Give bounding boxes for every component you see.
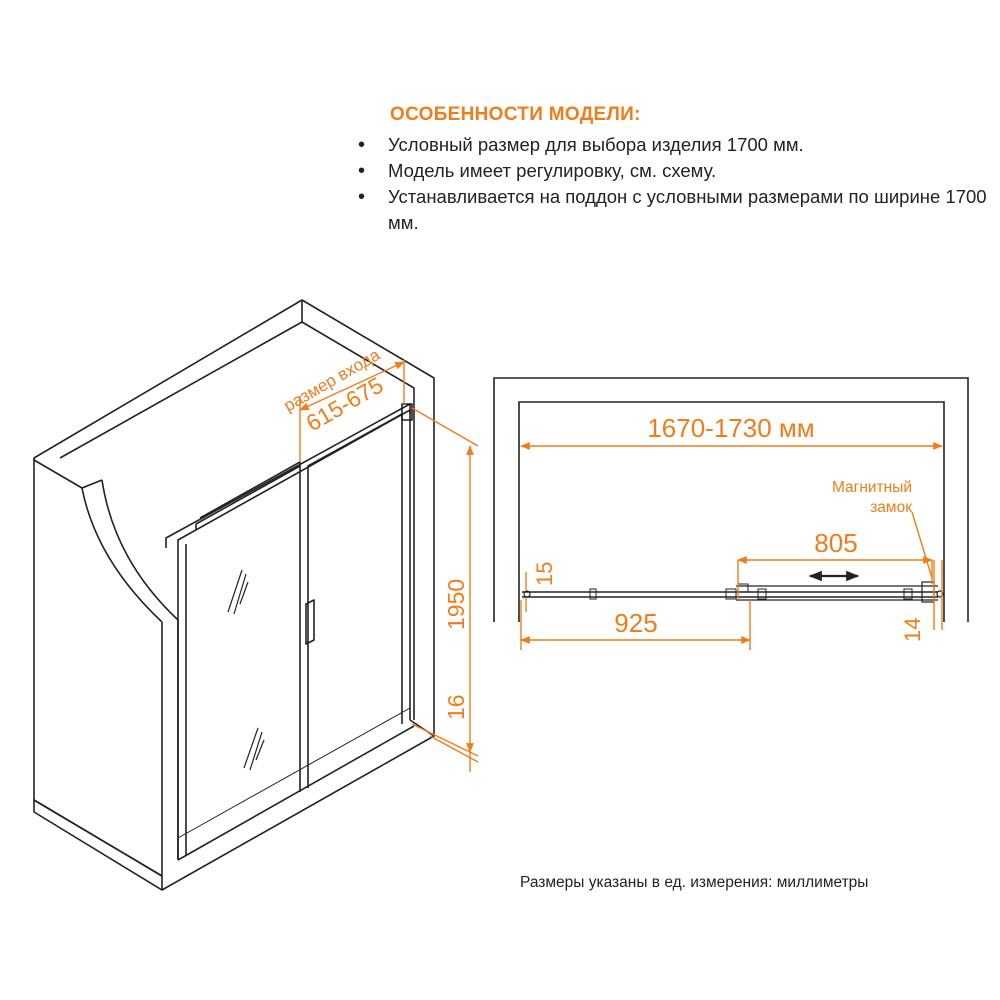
base-dimension: 16 <box>443 694 469 720</box>
feature-item: Устанавливается на поддон с условными ра… <box>358 184 988 236</box>
width-range-dimension: 1670-1730 мм <box>647 413 814 443</box>
magnet-lock-label-line2: замок <box>870 499 912 516</box>
fixed-panel-dimension: 925 <box>614 608 657 638</box>
isometric-dimensions <box>299 360 479 772</box>
units-footnote: Размеры указаны в ед. измерения: миллиме… <box>520 874 869 891</box>
features-list: Условный размер для выбора изделия 1700 … <box>358 132 988 236</box>
feature-item: Условный размер для выбора изделия 1700 … <box>358 132 988 158</box>
top-view <box>493 377 969 622</box>
top-view-dimensions <box>520 442 943 650</box>
features-title: ОСОБЕННОСТИ МОДЕЛИ: <box>390 104 641 125</box>
height-dimension: 1950 <box>443 579 469 630</box>
slide-dimension: 805 <box>814 528 857 558</box>
features-block: ОСОБЕННОСТИ МОДЕЛИ: Условный размер для … <box>358 104 988 236</box>
isometric-view <box>33 299 435 891</box>
left-gap-dimension: 15 <box>532 562 557 586</box>
right-gap-dimension: 14 <box>900 618 925 642</box>
magnet-lock-label-line1: Магнитный <box>832 479 912 496</box>
feature-item: Модель имеет регулировку, см. схему. <box>358 158 988 184</box>
